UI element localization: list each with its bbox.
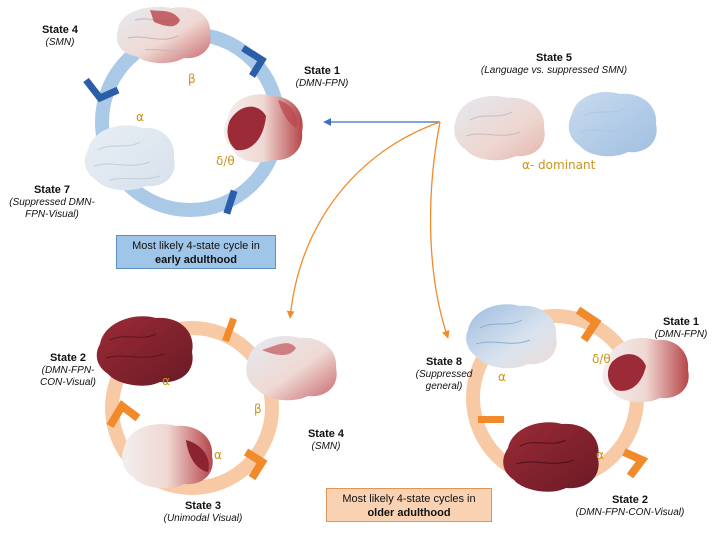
older-left-state2-sub2: CON-Visual)	[40, 377, 96, 388]
older-left-state3-title: State 3	[184, 500, 222, 512]
early-state7-sub2: FPN-Visual)	[25, 209, 79, 220]
older-right-greek-alpha-left: α	[498, 370, 506, 384]
older-right-state1-title: State 1	[662, 316, 700, 328]
older-right-state2-title: State 2	[611, 494, 649, 506]
older-left-arrow-left	[106, 400, 141, 429]
early-greek-beta: β	[188, 72, 196, 86]
brain-state5-right	[568, 92, 657, 157]
brain-older-right-state1	[602, 338, 689, 403]
brain-older-right-state2	[503, 422, 599, 492]
early-state7-label: State 7 (Suppressed DMN- FPN-Visual)	[0, 184, 104, 221]
brain-early-state4	[116, 6, 211, 64]
older-box-line1: Most likely 4-state cycles in	[342, 493, 476, 505]
older-right-state8-sub2: general)	[425, 381, 463, 392]
early-state1-title: State 1	[303, 65, 341, 77]
state5-sub: (Language vs. suppressed SMN)	[480, 65, 628, 76]
older-left-greek-alpha-top: α	[162, 374, 170, 388]
brain-state5-left	[454, 96, 545, 161]
older-left-state2-title: State 2	[49, 352, 87, 364]
older-right-greek-delta-theta: δ/θ	[592, 352, 611, 366]
brain-older-left-state4	[246, 336, 337, 401]
connector-to-older-right	[429, 121, 450, 339]
brain-older-left-state3	[122, 424, 213, 489]
connector-to-older-left	[286, 121, 441, 319]
brain-early-state7	[84, 125, 175, 191]
older-right-state1-label: State 1 (DMN-FPN)	[646, 316, 716, 341]
older-adulthood-box: Most likely 4-state cycles in older adul…	[326, 488, 492, 522]
older-left-ring	[105, 321, 279, 495]
older-right-state1-sub: (DMN-FPN)	[654, 329, 708, 340]
older-left-state3-label: State 3 (Unimodal Visual)	[148, 500, 258, 525]
older-left-greek-beta: β	[254, 402, 262, 416]
early-arrow-top-right	[241, 45, 267, 78]
older-right-state2-sub: (DMN-FPN-CON-Visual)	[575, 507, 685, 518]
older-right-bar-left	[478, 416, 504, 423]
early-state1-label: State 1 (DMN-FPN)	[282, 65, 362, 90]
early-greek-alpha: α	[136, 110, 144, 124]
early-bar-bottom	[223, 189, 238, 215]
older-left-state4-label: State 4 (SMN)	[296, 428, 356, 453]
older-left-state4-title: State 4	[307, 428, 345, 440]
early-state4-sub: (SMN)	[45, 37, 75, 48]
early-arrow-left	[83, 77, 120, 103]
state5-label: State 5 (Language vs. suppressed SMN)	[466, 52, 642, 77]
brain-older-right-state8	[466, 304, 557, 369]
early-greek-delta-theta: δ/θ	[216, 154, 235, 168]
early-state4-label: State 4 (SMN)	[30, 24, 90, 49]
early-box-line2: early adulthood	[155, 254, 237, 266]
state5-greek: α- dominant	[522, 158, 596, 172]
older-right-state8-label: State 8 (Suppressed general)	[410, 356, 478, 393]
early-state7-title: State 7	[33, 184, 71, 196]
early-state1-sub: (DMN-FPN)	[295, 78, 349, 89]
older-right-greek-alpha-bottom: α	[596, 448, 604, 462]
older-right-state8-sub1: (Suppressed	[415, 369, 473, 380]
older-left-state2-label: State 2 (DMN-FPN- CON-Visual)	[34, 352, 102, 389]
older-right-state8-title: State 8	[425, 356, 463, 368]
early-box-line1: Most likely 4-state cycle in	[132, 240, 260, 252]
older-right-arrow-top	[575, 306, 602, 343]
older-left-bar-top	[222, 317, 237, 343]
older-left-state3-sub: (Unimodal Visual)	[163, 513, 243, 524]
older-box-line2: older adulthood	[367, 507, 451, 519]
early-adulthood-box: Most likely 4-state cycle in early adult…	[116, 235, 276, 269]
early-state4-title: State 4	[41, 24, 79, 36]
older-right-arrow-right	[622, 448, 649, 479]
older-left-greek-alpha-bottom: α	[214, 448, 222, 462]
brain-early-state1	[223, 94, 303, 163]
early-state7-sub1: (Suppressed DMN-	[9, 197, 95, 208]
older-left-arrow-bottom-right	[243, 448, 268, 481]
brain-older-left-state2	[96, 316, 193, 386]
state5-title: State 5	[535, 52, 573, 64]
older-left-state4-sub: (SMN)	[311, 441, 341, 452]
older-left-state2-sub1: (DMN-FPN-	[41, 365, 95, 376]
older-right-state2-label: State 2 (DMN-FPN-CON-Visual)	[560, 494, 700, 519]
